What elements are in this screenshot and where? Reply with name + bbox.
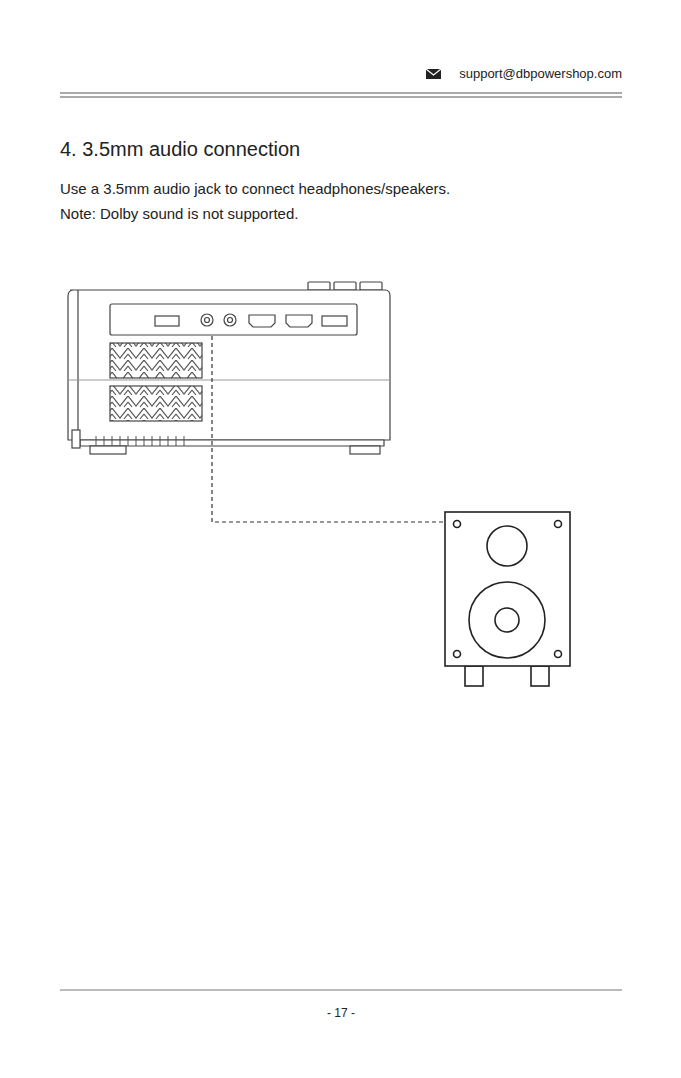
- bottom-slots: [96, 436, 184, 446]
- body-text: Use a 3.5mm audio jack to connect headph…: [60, 180, 450, 197]
- header-rule: [60, 96, 622, 97]
- support-email: support@dbpowershop.com: [459, 66, 622, 81]
- speaker: [445, 512, 570, 686]
- header-rule: [60, 92, 622, 93]
- page-number: - 17 -: [327, 1006, 355, 1020]
- audio-cable: [212, 336, 445, 522]
- footer-rule: [60, 990, 622, 991]
- section-heading: 4. 3.5mm audio connection: [60, 138, 300, 161]
- envelope-icon: [426, 69, 441, 79]
- note-text: Note: Dolby sound is not supported.: [60, 205, 298, 222]
- projector: [68, 282, 390, 454]
